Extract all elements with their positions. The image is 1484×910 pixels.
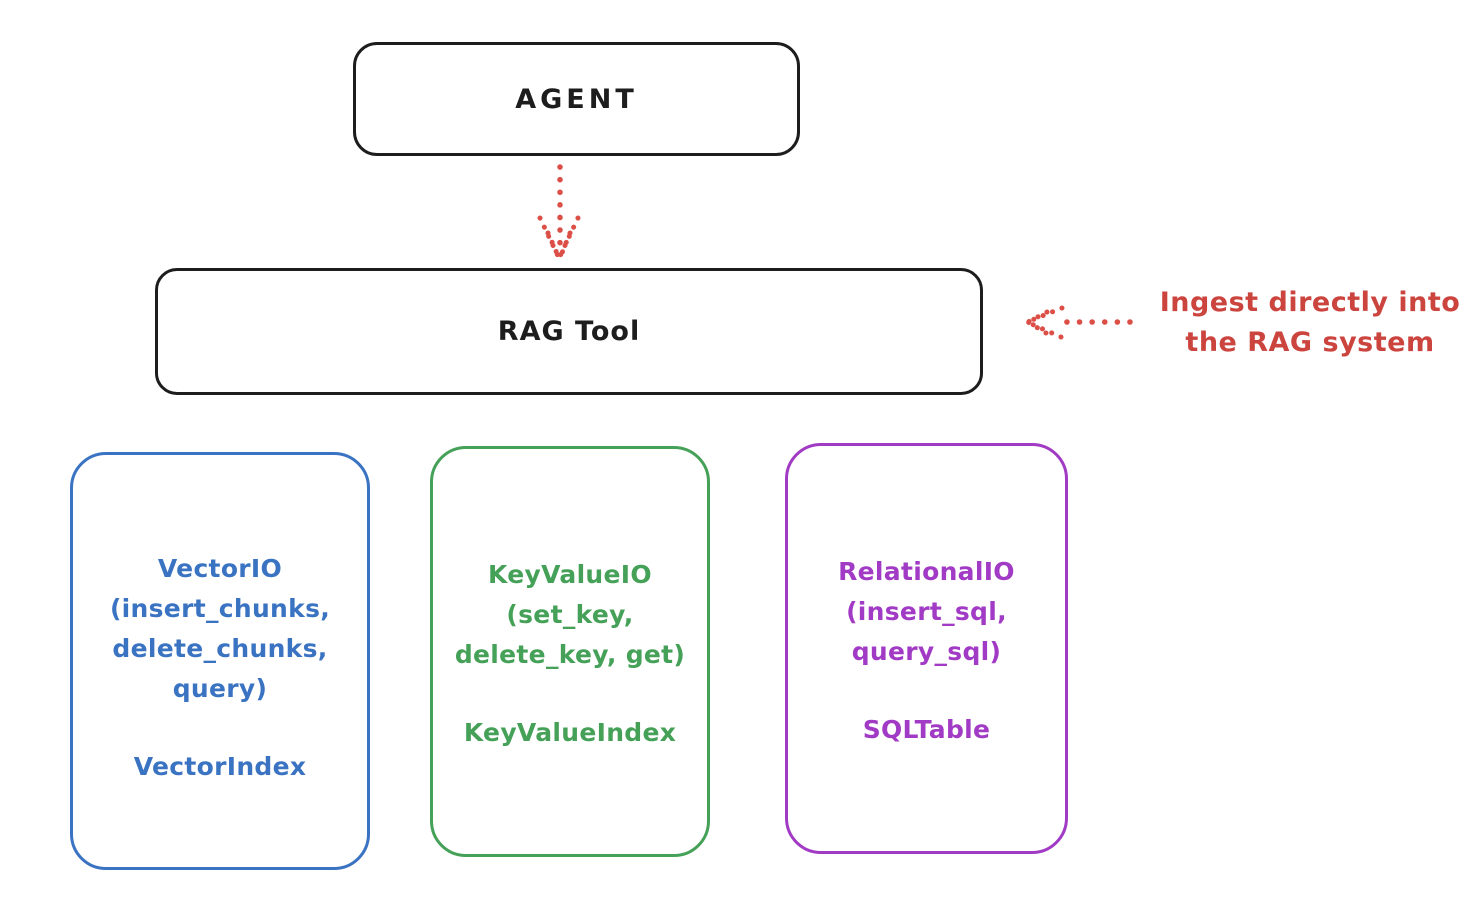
rag-tool-node: RAG Tool (155, 268, 983, 395)
vector-io-node: VectorIO (insert_chunks, delete_chunks, … (70, 452, 370, 870)
vector-io-method-line: query) (172, 674, 268, 703)
ingest-annotation-line1: Ingest directly into (1159, 287, 1461, 318)
ingest-annotation: Ingest directly into the RAG system (1136, 283, 1484, 363)
keyvalue-io-method-line: delete_key, get) (454, 640, 686, 669)
agent-to-rag-arrow (537, 164, 581, 261)
vector-io-title: VectorIO (157, 554, 283, 583)
keyvalue-io-node: KeyValueIO (set_key, delete_key, get) Ke… (430, 446, 710, 857)
keyvalue-io-title: KeyValueIO (488, 560, 652, 589)
agent-node: AGENT (353, 42, 800, 156)
vector-io-method-line: (insert_chunks, (109, 594, 331, 623)
vector-io-method-line: delete_chunks, (112, 634, 328, 663)
keyvalue-io-method-line: (set_key, (506, 600, 634, 629)
rag-tool-label: RAG Tool (497, 316, 641, 347)
agent-label: AGENT (515, 83, 638, 115)
ingest-annotation-line2: the RAG system (1185, 327, 1435, 358)
vector-io-index: VectorIndex (133, 752, 307, 781)
relational-io-method-line: query_sql) (851, 637, 1002, 666)
keyvalue-io-index: KeyValueIndex (463, 718, 677, 747)
ingest-arrow (1024, 305, 1133, 340)
relational-io-index: SQLTable (862, 715, 991, 744)
relational-io-node: RelationalIO (insert_sql, query_sql) SQL… (785, 443, 1068, 854)
relational-io-title: RelationalIO (838, 557, 1015, 586)
relational-io-method-line: (insert_sql, (846, 597, 1007, 626)
